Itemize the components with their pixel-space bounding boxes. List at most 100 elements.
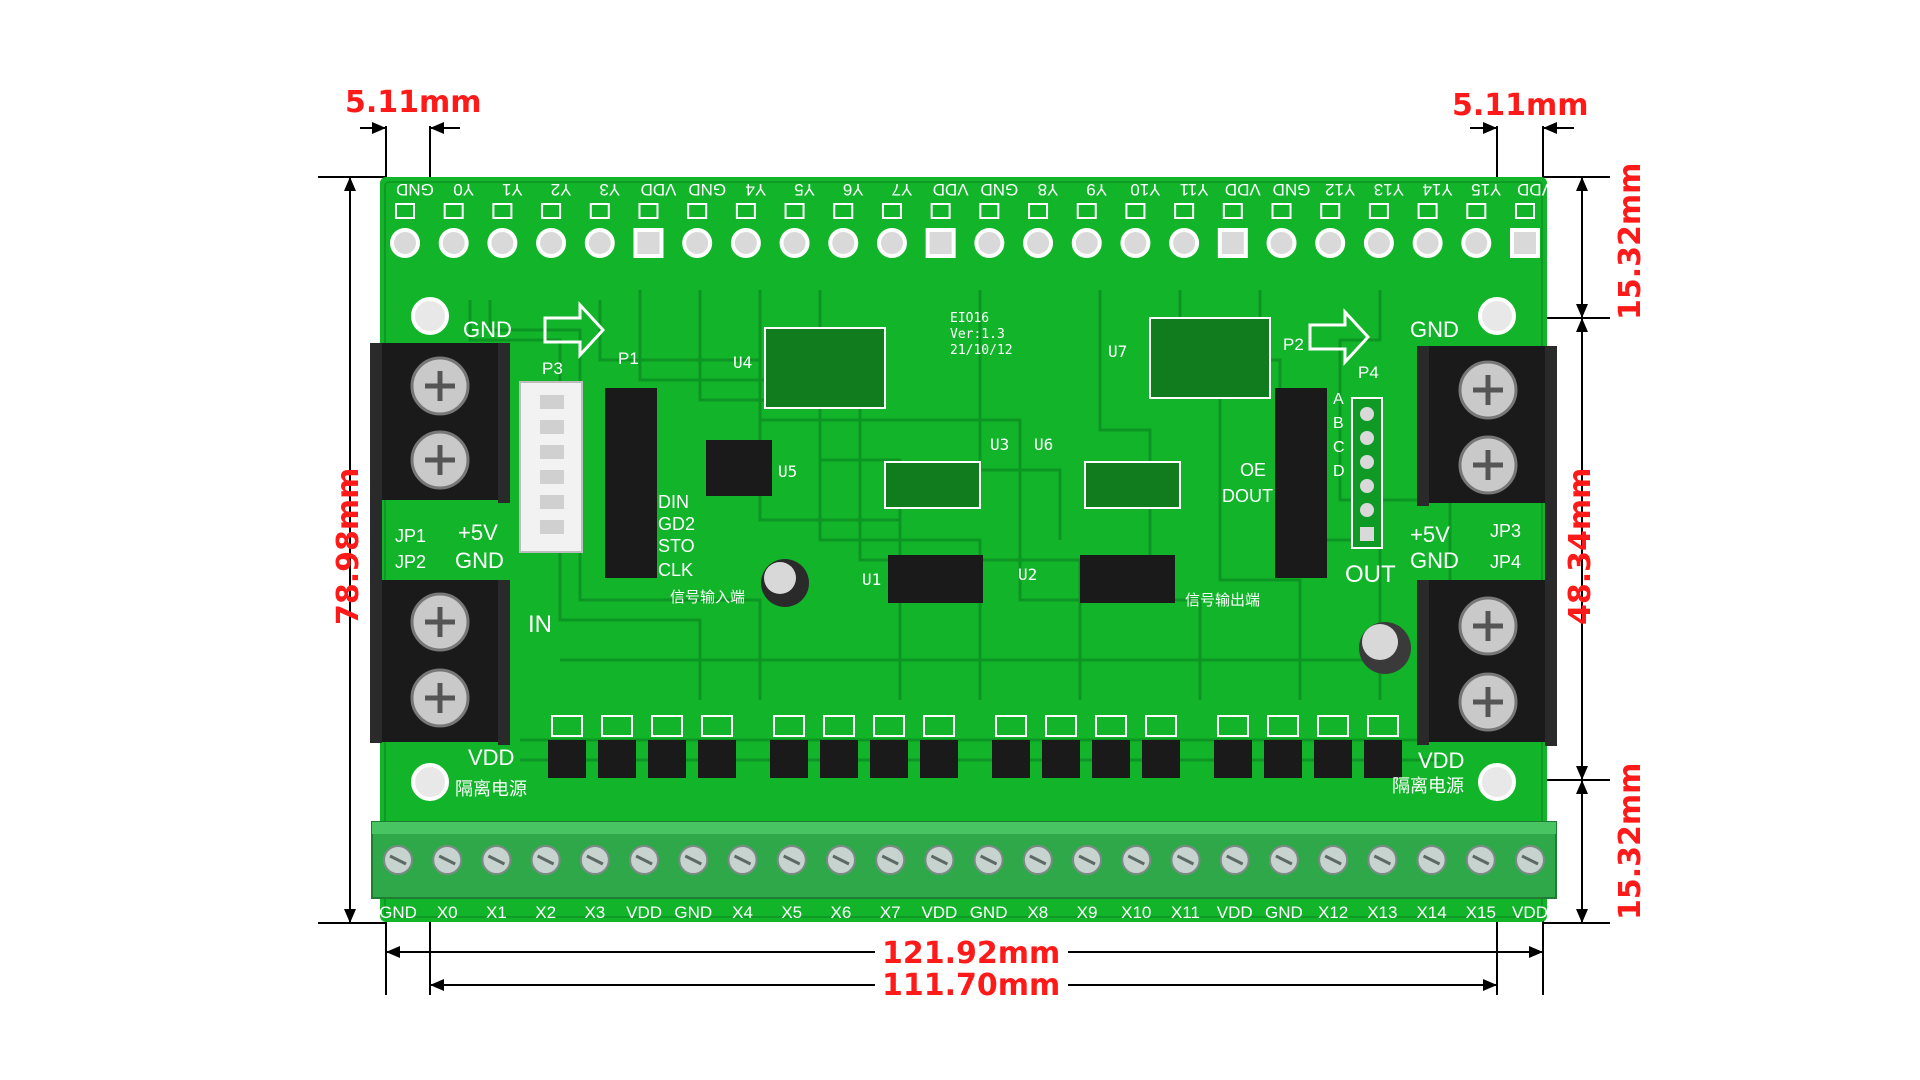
bottom-pin-label: GND	[1265, 903, 1303, 922]
optocoupler	[1142, 740, 1180, 778]
bottom-pin-label: X9	[1077, 903, 1098, 922]
label-u2: U2	[1018, 565, 1037, 584]
label-oe: OE	[1240, 460, 1266, 480]
screw-slot	[586, 854, 604, 866]
bottom-pin-label: GND	[674, 903, 712, 922]
label-jp3: JP3	[1490, 521, 1521, 541]
bottom-pin-label: X12	[1318, 903, 1348, 922]
top-pad-marker	[443, 203, 464, 219]
resistor-pad	[651, 715, 683, 737]
top-pad-marker	[930, 203, 951, 219]
label-in: IN	[528, 611, 552, 638]
label-iso-left: 隔离电源	[455, 779, 527, 799]
top-pin-label: Y14	[1422, 180, 1452, 199]
pin-header-p4	[1351, 397, 1383, 549]
top-pin-pad	[438, 228, 469, 258]
optocoupler	[548, 740, 586, 778]
resistor-pad	[1045, 715, 1077, 737]
bottom-pin-label: VDD	[1512, 903, 1548, 922]
resistor-pad	[551, 715, 583, 737]
bottom-pin-label: X13	[1367, 903, 1397, 922]
optocoupler	[1092, 740, 1130, 778]
top-pad-marker	[784, 203, 805, 219]
label-b: B	[1333, 415, 1344, 432]
bottom-pin-label: GND	[970, 903, 1008, 922]
top-pin-pad	[584, 228, 615, 258]
top-pin-label: Y11	[1180, 180, 1209, 199]
dimension-arrows	[344, 122, 1588, 991]
top-pad-marker	[638, 203, 659, 219]
resistor-pad	[601, 715, 633, 737]
optocoupler	[1314, 740, 1352, 778]
dim-top-left: 5.11mm	[345, 85, 482, 120]
bottom-pin-label: X8	[1027, 903, 1048, 922]
top-pin-pad	[1510, 228, 1540, 258]
resistor-pad	[1317, 715, 1349, 737]
label-jp2: JP2	[395, 552, 426, 572]
bottom-pin-label: X4	[732, 903, 753, 922]
top-pin-label: GND	[688, 180, 726, 199]
bottom-terminal-block	[371, 821, 1557, 899]
screw-slot	[832, 854, 850, 866]
screw-slot	[1275, 854, 1293, 866]
label-jp1: JP1	[395, 526, 426, 546]
screw-slot	[979, 854, 998, 866]
ic-chips	[706, 317, 1271, 603]
label-version: Ver:1.3	[950, 327, 1005, 342]
top-pin-label: VDD	[1225, 180, 1261, 199]
dim-bottom-outer: 121.92mm	[882, 936, 1060, 971]
bottom-pin-label: VDD	[626, 903, 662, 922]
screw-slot	[1029, 854, 1047, 866]
top-pad-marker	[1320, 203, 1341, 219]
top-pin-label: Y9	[1086, 180, 1107, 199]
top-pin-label: GND	[396, 180, 434, 199]
top-pad-marker	[687, 203, 708, 219]
optocoupler	[598, 740, 636, 778]
top-pad-marker	[589, 203, 610, 219]
top-pin-pad	[974, 228, 1005, 258]
label-u4: U4	[733, 353, 752, 372]
top-pad-marker	[395, 203, 415, 219]
top-pad-marker	[979, 203, 1000, 219]
screw-slot	[1422, 854, 1441, 866]
label-gd2: GD2	[658, 514, 695, 534]
label-d: D	[1333, 463, 1345, 480]
resistor-pad	[1267, 715, 1299, 737]
top-pin-label: Y12	[1325, 180, 1355, 199]
optocoupler	[1214, 740, 1252, 778]
top-pad-marker	[1174, 203, 1195, 219]
top-pad-marker	[1271, 203, 1292, 219]
optocouplers	[548, 715, 1402, 778]
label-gnd2-left: GND	[455, 548, 504, 573]
top-pin-pad	[536, 228, 567, 258]
label-dout: DOUT	[1222, 486, 1273, 506]
screw-slot	[1521, 854, 1539, 866]
label-u3: U3	[990, 435, 1009, 454]
bottom-pin-label: X15	[1466, 903, 1496, 922]
top-pad-marker	[735, 203, 756, 219]
label-clk: CLK	[658, 560, 693, 580]
label-jp4: JP4	[1490, 552, 1521, 572]
resistor-pad	[823, 715, 855, 737]
bottom-pin-label: X5	[781, 903, 802, 922]
top-pin-pad	[390, 228, 420, 258]
bottom-pin-label: GND	[379, 903, 417, 922]
top-pin-pad	[1120, 228, 1151, 258]
top-pad-marker	[1028, 203, 1049, 219]
resistor-pad	[1095, 715, 1127, 737]
dim-bottom-inner: 111.70mm	[882, 968, 1060, 1003]
label-gnd-left: GND	[463, 317, 512, 342]
screw-slot	[487, 854, 506, 866]
top-pad-marker	[833, 203, 854, 219]
resistor-pad	[773, 715, 805, 737]
dim-top-right: 5.11mm	[1452, 88, 1589, 123]
top-pin-pad	[682, 228, 713, 258]
resistor-pad	[995, 715, 1027, 737]
optocoupler	[820, 740, 858, 778]
label-u5: U5	[778, 462, 797, 481]
top-pad-marker	[541, 203, 562, 219]
screw-slot	[684, 854, 702, 866]
top-pin-pad	[1461, 228, 1492, 258]
